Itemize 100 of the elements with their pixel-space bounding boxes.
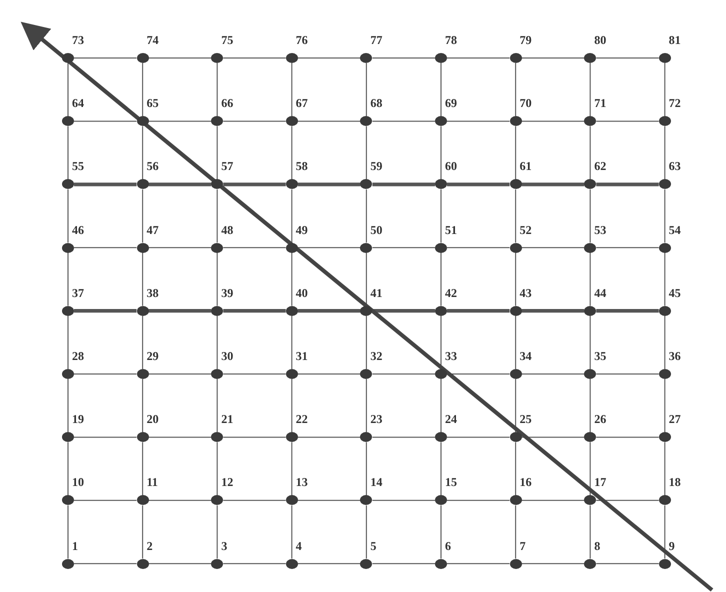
grid-node-dot <box>286 116 298 126</box>
grid-node-dot <box>286 558 298 569</box>
grid-node-dot <box>136 53 149 63</box>
grid-node-dot <box>658 53 671 63</box>
grid-line <box>596 436 660 438</box>
grid-line <box>298 182 360 186</box>
grid-node-dot <box>360 306 372 316</box>
node-number: 62 <box>594 160 606 172</box>
grid-node-dot <box>510 242 522 253</box>
node-number: 44 <box>594 286 606 299</box>
node-number: 52 <box>520 224 532 236</box>
node-number: 34 <box>520 350 532 362</box>
grid-node-dot <box>211 306 224 316</box>
grid-line <box>590 442 591 496</box>
grid-node-dot <box>510 179 522 190</box>
grid-node-dot <box>286 53 298 63</box>
grid-node-dot <box>584 432 596 442</box>
grid-node-dot <box>286 495 298 506</box>
grid-line <box>521 500 585 501</box>
grid-line <box>216 315 218 370</box>
grid-line <box>515 442 516 496</box>
node-number: 58 <box>296 160 308 172</box>
grid-node-dot <box>584 306 596 316</box>
node-number: 15 <box>445 476 457 488</box>
grid-node-dot <box>435 495 447 506</box>
grid-line <box>446 120 510 122</box>
node-number: 10 <box>72 476 84 488</box>
grid-line <box>446 247 510 248</box>
grid-line <box>440 62 442 117</box>
grid-line <box>522 309 584 313</box>
node-number: 47 <box>146 224 159 236</box>
grid-line <box>372 247 436 248</box>
grid-line <box>440 252 442 306</box>
node-number: 24 <box>445 413 457 426</box>
grid-node-dot <box>211 179 224 190</box>
grid-line <box>515 315 516 370</box>
grid-node-dot <box>136 495 149 506</box>
grid-line <box>590 188 591 244</box>
grid-node-dot <box>62 495 74 506</box>
grid-node-dot <box>211 369 224 379</box>
grid-line <box>148 309 212 313</box>
grid-line <box>148 247 212 248</box>
node-number: 81 <box>668 34 681 46</box>
grid-node-dot <box>136 432 149 442</box>
grid-line <box>590 62 591 117</box>
grid-line <box>216 252 218 306</box>
node-number: 4 <box>296 540 302 552</box>
grid-node-dot <box>584 53 596 63</box>
grid-node-dot <box>510 306 522 316</box>
node-number: 80 <box>594 34 606 46</box>
node-number: 68 <box>370 97 382 110</box>
grid-line <box>366 62 367 117</box>
node-number: 33 <box>445 350 457 362</box>
grid-line <box>142 315 144 370</box>
grid-line <box>297 436 361 438</box>
grid-line <box>216 442 218 496</box>
grid-line <box>216 378 218 433</box>
grid-line <box>366 126 367 180</box>
grid-line <box>366 252 367 306</box>
grid-node-dot <box>435 53 447 63</box>
node-number: 43 <box>520 286 532 299</box>
grid-node-dot <box>136 369 149 379</box>
grid-node-dot <box>62 432 74 442</box>
grid-node-dot <box>360 495 372 506</box>
grid-line <box>372 182 435 186</box>
grid-node-dot <box>62 179 74 190</box>
grid-node-dot <box>62 306 74 316</box>
grid-node-dot <box>360 116 372 126</box>
node-number: 50 <box>370 224 382 236</box>
node-number: 5 <box>370 540 376 552</box>
node-number: 61 <box>520 160 532 172</box>
grid-line <box>142 252 144 306</box>
grid-node-dot <box>286 432 298 442</box>
grid-node-dot <box>584 116 596 126</box>
grid-node-dot <box>286 242 298 253</box>
node-number: 57 <box>221 160 234 172</box>
node-number: 66 <box>221 97 234 110</box>
grid-node-dot <box>136 558 149 569</box>
grid-node-dot <box>435 179 447 190</box>
grid-line <box>216 188 218 244</box>
grid-line <box>74 247 138 248</box>
grid-line <box>74 120 138 122</box>
grid-line <box>297 120 361 122</box>
grid-line <box>446 500 510 501</box>
grid-node-dot <box>360 179 372 190</box>
node-number: 23 <box>370 413 382 426</box>
grid-line <box>291 504 292 560</box>
grid-node-dot <box>584 558 596 569</box>
node-number: 28 <box>72 350 84 362</box>
grid-node-dot <box>211 116 224 126</box>
node-number: 60 <box>445 160 457 172</box>
node-number: 6 <box>445 540 451 552</box>
grid-line <box>440 126 442 180</box>
grid-node-dot <box>658 432 671 442</box>
grid-line <box>372 563 436 564</box>
node-number: 37 <box>72 286 84 299</box>
grid-line <box>291 442 292 496</box>
grid-line <box>222 120 286 122</box>
node-number: 12 <box>221 476 234 488</box>
node-number: 69 <box>445 97 457 110</box>
